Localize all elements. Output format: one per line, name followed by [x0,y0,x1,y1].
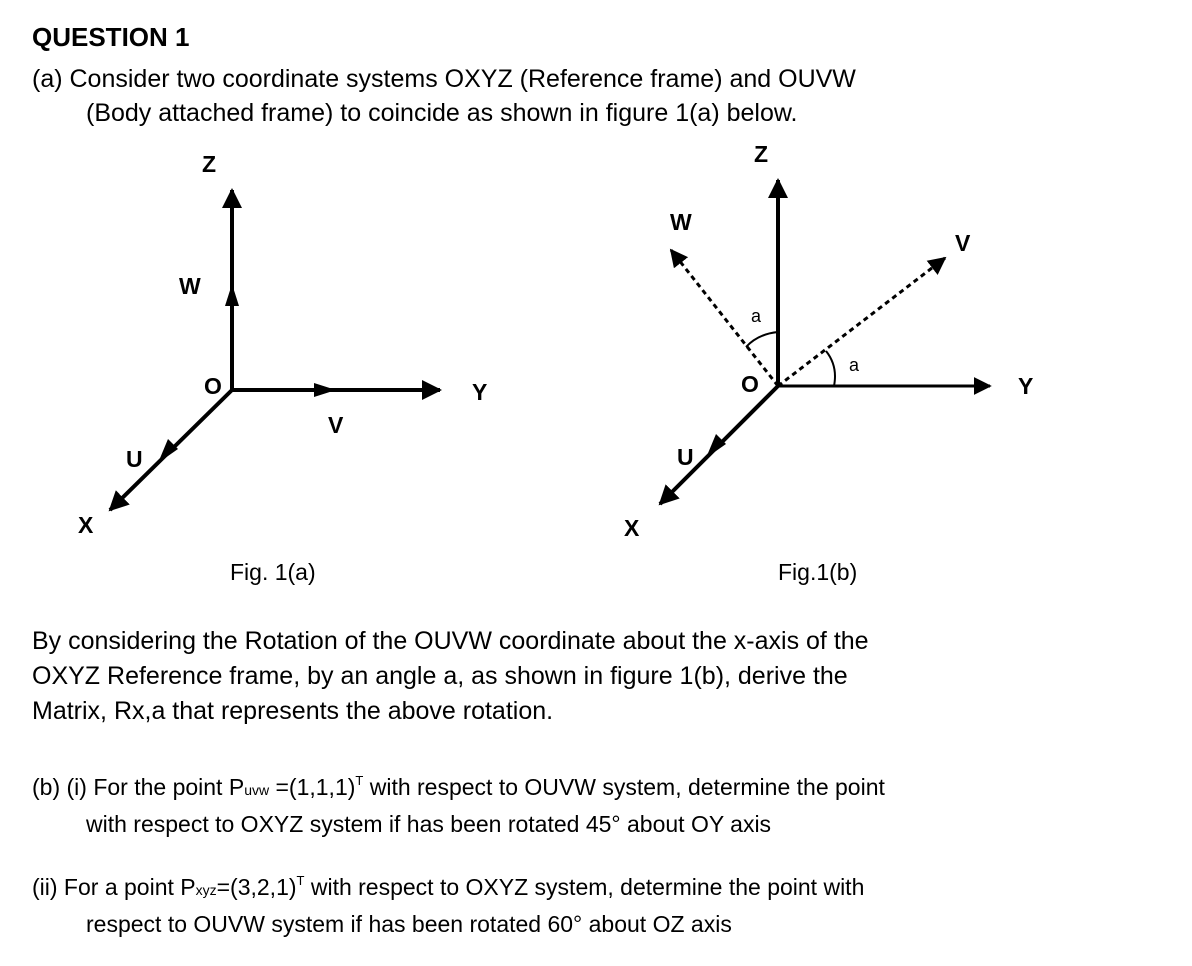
fig1b-angle-arc-yv [825,350,836,387]
part-b-subscript: uvw [244,782,270,798]
part-c-text: (ii) For a point Pxyz=(3,2,1)T with resp… [32,864,1132,941]
fig1a-label-v: V [328,412,344,438]
fig1b-label-z: Z [754,141,768,167]
part-c-post: with respect to OXYZ system, determine t… [304,874,865,900]
fig1a-label-w: W [179,273,201,299]
fig1b-label-v: V [955,230,971,256]
rotation-line2: OXYZ Reference frame, by an angle a, as … [32,662,848,690]
part-c-line2: respect to OUVW system if has been rotat… [86,911,732,937]
fig1b-label-y: Y [1018,373,1033,399]
figure-1b: Z W V a a O Y U X Fig.1(b) [624,141,1033,585]
part-b-value: =(1,1,1) [269,774,356,800]
part-b-text: (b) (i) For the point Puvw =(1,1,1)T wit… [32,764,1132,841]
fig1b-caption: Fig.1(b) [778,559,857,585]
part-a-line1: (a) Consider two coordinate systems OXYZ… [32,65,856,93]
fig1b-angle-label-1: a [751,306,762,326]
part-a-line2: (Body attached frame) to coincide as sho… [86,99,798,127]
rotation-paragraph: By considering the Rotation of the OUVW … [32,624,1112,729]
fig1b-angle-label-2: a [849,355,860,375]
part-b-post: with respect to OUVW system, determine t… [363,774,885,800]
part-c-superscript: T [296,873,305,888]
fig1b-v-axis [777,256,947,388]
fig1a-label-y: Y [472,379,487,405]
fig1a-v-arrowhead [314,383,336,397]
rotation-line1: By considering the Rotation of the OUVW … [32,627,869,655]
fig1b-w-axis [669,248,780,387]
fig1a-label-x: X [78,512,94,538]
fig1a-label-o: O [204,373,222,399]
part-c-pre: (ii) For a point P [32,874,196,900]
figure-1a: Z W O Y V U X Fig. 1(a) [78,151,487,585]
fig1a-label-z: Z [202,151,216,177]
part-b-line2: with respect to OXYZ system if has been … [86,811,772,837]
part-b-superscript: T [355,773,364,788]
fig1a-caption: Fig. 1(a) [230,559,316,585]
fig1b-label-o: O [741,371,759,397]
rotation-line3: Matrix, Rx,a that represents the above r… [32,697,554,725]
part-c-value: =(3,2,1) [216,874,297,900]
fig1b-label-x: X [624,515,640,541]
fig1a-u-arrowhead [158,439,178,463]
fig1b-u-arrowhead [706,434,726,458]
fig1b-label-u: U [677,444,694,470]
part-c-subscript: xyz [195,882,217,898]
fig1a-label-u: U [126,446,143,472]
question-heading: QUESTION 1 [32,22,190,52]
part-b-pre: (b) (i) For the point P [32,774,245,800]
part-a-text: (a) Consider two coordinate systems OXYZ… [32,62,1112,130]
fig1a-w-arrowhead [225,284,239,306]
fig1b-label-w: W [670,209,692,235]
fig1b-angle-arc-zw [745,331,779,348]
